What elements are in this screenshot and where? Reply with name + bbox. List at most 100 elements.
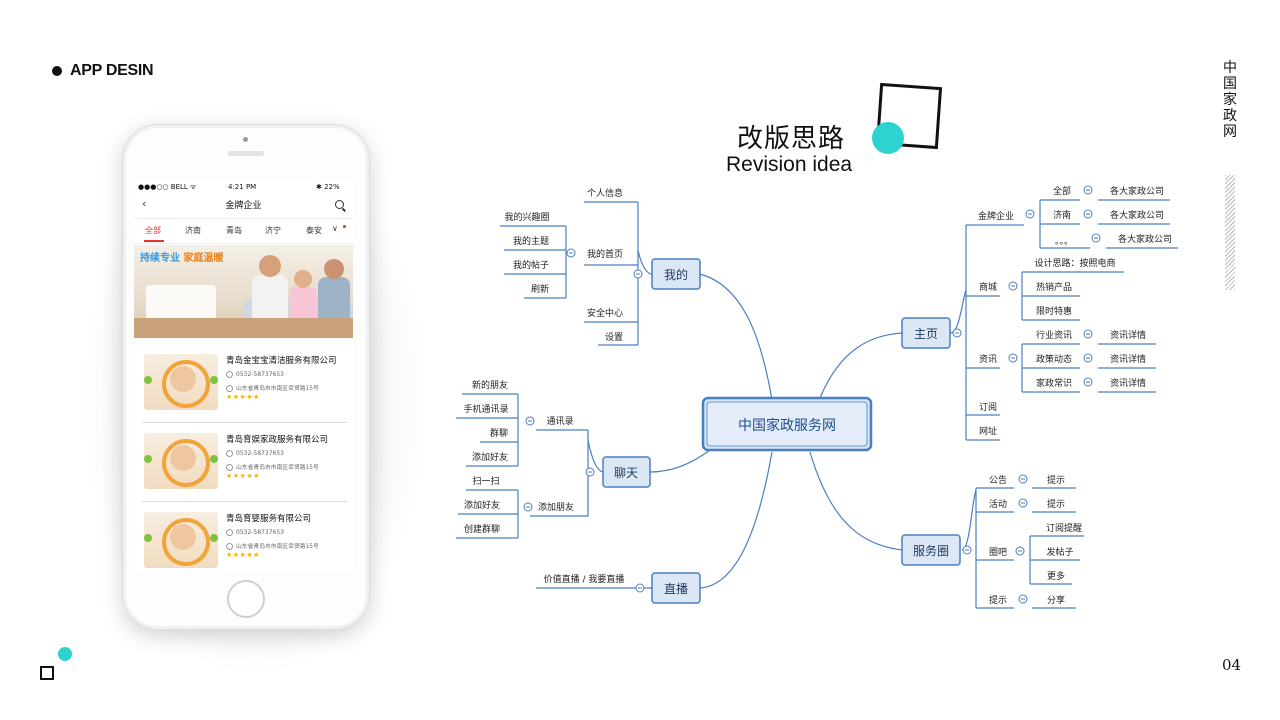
tab-qingdao[interactable]: 青岛: [226, 226, 242, 235]
mm-leaf: 添加好友: [464, 499, 500, 511]
thumb-face: [170, 445, 196, 471]
mm-leaf: 订阅提醒: [1046, 523, 1082, 534]
mm-leaf: 活动: [989, 498, 1007, 510]
back-icon[interactable]: ‹: [142, 197, 147, 210]
search-icon[interactable]: [335, 200, 344, 209]
edge: [699, 273, 773, 401]
deco-square: [40, 666, 54, 680]
list-item[interactable]: 青岛金宝宝清洁服务有限公司 0532-58737653 山东省青岛市市南区幸贤路…: [142, 346, 347, 423]
notification-dot: [343, 225, 346, 228]
node-home[interactable]: [901, 317, 951, 349]
mm-leaf: 分享: [1047, 594, 1065, 606]
mm-leaf: 创建群聊: [464, 523, 500, 535]
node-live-label: 直播: [664, 582, 688, 596]
banner-slogan-1: 持续专业: [140, 253, 180, 264]
node-chat[interactable]: [602, 456, 651, 488]
mm-leaf: 个人信息: [587, 187, 623, 199]
phone-icon: [226, 371, 233, 378]
location-icon: [226, 464, 233, 471]
rating-stars: ★★★★★: [226, 551, 260, 559]
thumb-ring: [162, 518, 210, 566]
mm-leaf: 扫一扫: [472, 475, 499, 487]
company-address: 山东省青岛市市南区幸贤路15号: [226, 541, 319, 550]
company-phone-text: 0532-58737653: [236, 529, 284, 536]
home-button[interactable]: [227, 580, 265, 618]
banner-slogan: 持续专业 家庭温暖: [140, 249, 223, 264]
company-phone-text: 0532-58737653: [236, 450, 284, 457]
mm-leaf: 我的兴趣圈: [504, 211, 549, 223]
mm-leaf: 圈吧: [989, 547, 1007, 558]
mm-leaf: 网址: [979, 425, 997, 437]
rating-stars: ★★★★★: [226, 393, 260, 401]
mm-leaf: 设计思路：按照电商: [1034, 257, 1115, 269]
mm-leaf: 我的帖子: [513, 259, 549, 271]
edge: [587, 439, 605, 473]
tab-jinan[interactable]: 济南: [185, 226, 201, 235]
tab-active-underline: [144, 240, 164, 242]
tab-jining[interactable]: 济宁: [265, 226, 281, 235]
banner-child: [289, 287, 317, 319]
phone-camera: [243, 137, 248, 142]
mm-leaf: 提示: [1047, 475, 1065, 486]
thumb-ring: [162, 360, 210, 408]
mm-leaf: 资讯详情: [1110, 353, 1146, 365]
banner-image[interactable]: 持续专业 家庭温暖: [134, 245, 353, 338]
mm-leaf: 商城: [979, 281, 997, 293]
company-name: 青岛金宝宝清洁服务有限公司: [226, 356, 337, 366]
mm-leaf: 提示: [1047, 499, 1065, 510]
thumb-face: [170, 524, 196, 550]
minus-marks: [526, 189, 1098, 600]
mm-leaf: 政策动态: [1036, 353, 1072, 365]
list-item[interactable]: 青岛育娱家政服务有限公司 0532-58737653 山东省青岛市市南区幸贤路1…: [142, 425, 347, 502]
revision-title-cn: 改版思路: [737, 124, 846, 154]
company-phone: 0532-58737653: [226, 371, 284, 378]
mm-leaf: 限时特惠: [1036, 305, 1072, 317]
edge: [649, 449, 711, 473]
phone-icon: [226, 450, 233, 457]
node-mine[interactable]: [651, 258, 701, 290]
app-title: APP DESIN: [52, 62, 154, 80]
company-address-text: 山东省青岛市市南区幸贤路15号: [236, 386, 319, 392]
mm-collapse-minus: [526, 189, 1098, 600]
mm-leaf: 。。。: [1055, 237, 1073, 247]
thumb-ring: [162, 439, 210, 487]
tab-all[interactable]: 全部: [145, 226, 161, 235]
mm-leaf: 济南: [1053, 209, 1071, 221]
mm-leaf: 设置: [605, 332, 623, 343]
mm-leaf: 添加好友: [472, 451, 508, 463]
location-icon: [226, 385, 233, 392]
node-circle[interactable]: [901, 534, 961, 566]
node-circle-label: 服务圈: [913, 543, 949, 558]
list-item[interactable]: 青岛育婴服务有限公司 0532-58737653 山东省青岛市市南区幸贤路15号…: [142, 504, 347, 572]
mm-collapse-icons: [523, 185, 1101, 604]
deco-circle: [58, 647, 72, 661]
mm-leaf: 更多: [1047, 570, 1065, 582]
banner-floor: [134, 318, 353, 338]
bullet-dot: [52, 66, 62, 76]
tab-taian[interactable]: 泰安: [306, 226, 322, 235]
app-title-text: APP DESIN: [70, 62, 154, 79]
mm-leaf: 手机通讯录: [463, 403, 508, 415]
mm-leaf: 热销产品: [1036, 281, 1072, 293]
home-children: 金牌企业 全部 各大家政公司 济南 各大家政公司 。。。 各大家政公司 商城 设…: [978, 185, 1172, 437]
deco-teal-circle: [872, 122, 904, 154]
node-live[interactable]: [651, 572, 701, 604]
node-home-label: 主页: [914, 327, 938, 341]
node-mine-label: 我的: [664, 267, 688, 282]
banner-person: [252, 275, 288, 320]
company-address-text: 山东省青岛市市南区幸贤路15号: [236, 544, 319, 550]
mm-connectors: [456, 199, 1178, 609]
mm-leaf: 群聊: [490, 427, 508, 439]
mm-leaf: 各大家政公司: [1110, 185, 1164, 197]
mm-leaf: 提示: [989, 595, 1007, 606]
edge: [961, 489, 977, 551]
banner-person-head: [324, 259, 344, 279]
company-thumbnail: [144, 512, 218, 568]
city-tabbar: 全部 济南 青岛 济宁 泰安 ∨: [134, 218, 353, 244]
mm-leaf: 全部: [1053, 185, 1071, 197]
company-address-text: 山东省青岛市市南区幸贤路15号: [236, 465, 319, 471]
chevron-down-icon[interactable]: ∨: [332, 224, 338, 233]
revision-title-en: Revision idea: [726, 153, 853, 176]
phone-icon: [226, 529, 233, 536]
